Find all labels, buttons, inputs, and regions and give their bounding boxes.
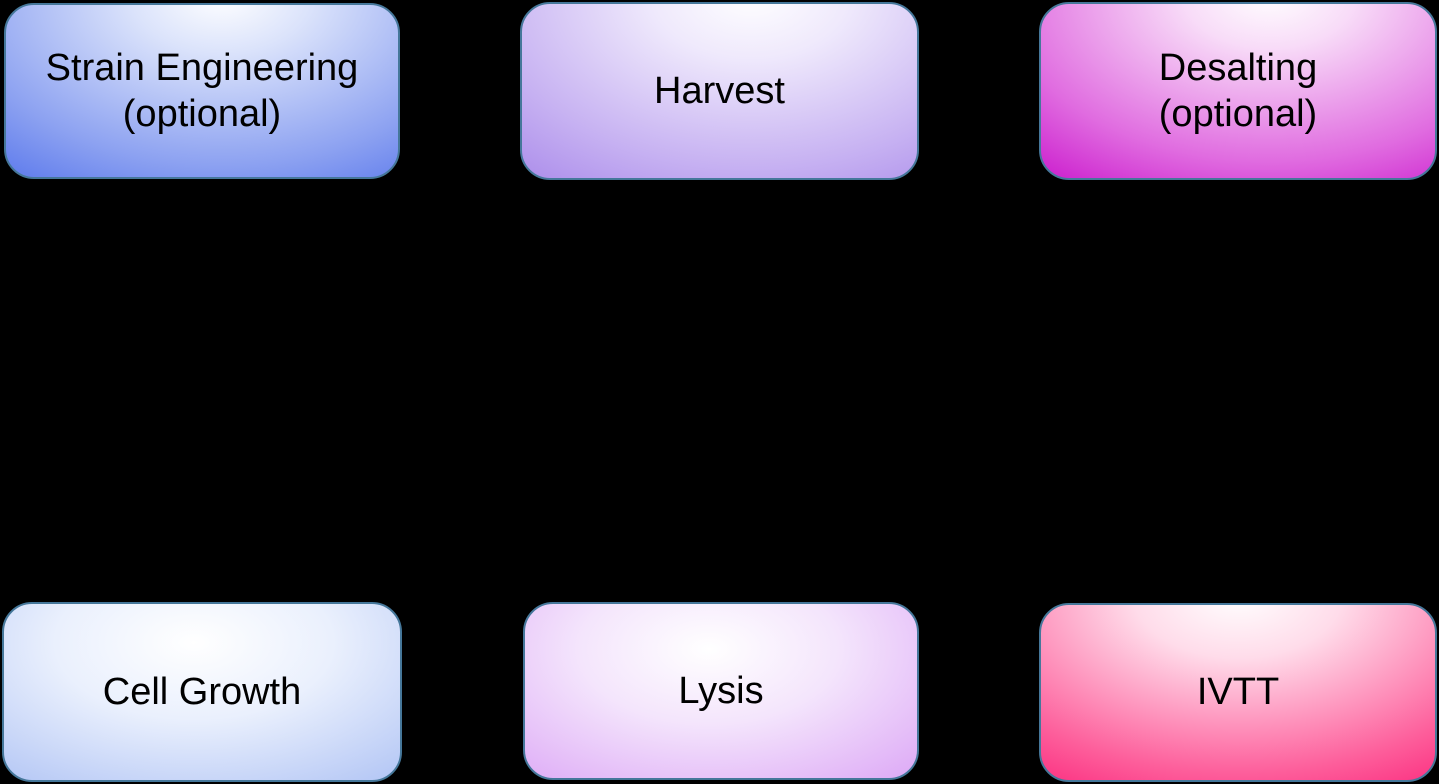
box-label-line: Cell Growth [102, 670, 302, 713]
box-label-line: Lysis [678, 669, 764, 712]
flowchart-box-strain-engineering: Strain Engineering (optional) [4, 3, 400, 179]
flowchart-box-ivtt: IVTT [1039, 603, 1437, 782]
box-label-line: (optional) [122, 93, 282, 135]
box-label-line: Harvest [654, 69, 785, 112]
box-label-line: IVTT [1196, 671, 1280, 714]
box-label-line: (optional) [1158, 93, 1318, 135]
box-label-line: Desalting [1158, 46, 1318, 89]
box-label-line: Strain Engineering [45, 46, 359, 89]
flowchart-box-cell-growth: Cell Growth [2, 602, 402, 782]
flowchart-box-desalting: Desalting (optional) [1039, 2, 1437, 180]
flowchart-box-harvest: Harvest [520, 2, 919, 180]
flowchart-box-lysis: Lysis [523, 602, 919, 780]
